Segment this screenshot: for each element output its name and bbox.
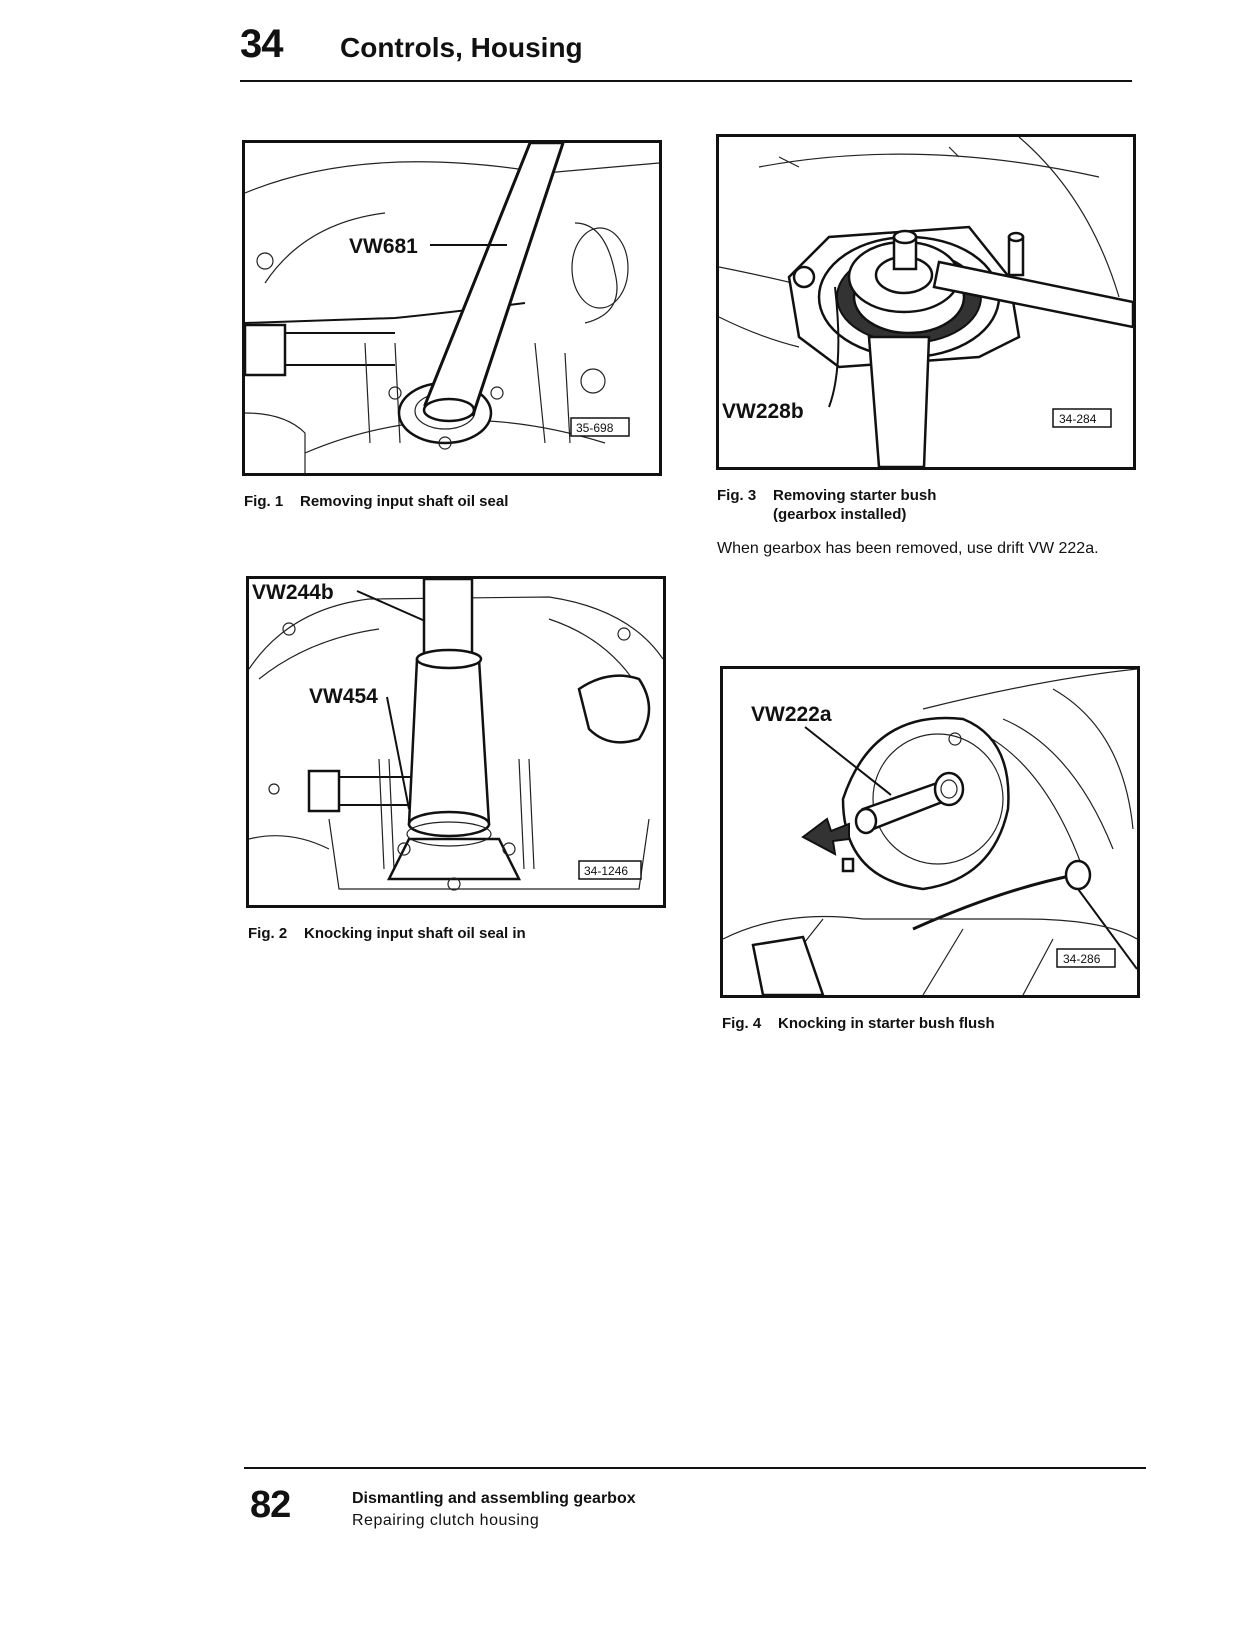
figure-4-reference-number: 34-286	[1063, 952, 1101, 966]
figure-1-tool-label: VW681	[349, 235, 418, 258]
figure-1-reference-number: 35-698	[576, 421, 614, 435]
figure-2-tool-label-2: VW454	[309, 685, 378, 708]
figure-3-illustration: VW228b 34-284	[716, 134, 1136, 470]
figure-4-caption: Fig. 4 Knocking in starter bush flush	[722, 1014, 995, 1033]
figure-2-tool-label-1: VW244b	[252, 581, 334, 604]
figure-3-caption-label: Fig. 3	[717, 487, 757, 504]
figure-3-caption-line-1: Removing starter bush	[773, 487, 937, 504]
figure-1-caption-label: Fig. 1	[244, 493, 284, 510]
figure-2-caption: Fig. 2 Knocking input shaft oil seal in	[248, 924, 526, 943]
figure-1-illustration: VW681 35-698	[242, 140, 662, 476]
figure-4-illustration: VW222a 34-286	[720, 666, 1140, 998]
page-number: 82	[250, 1484, 291, 1526]
figure-4-caption-text: Knocking in starter bush flush	[778, 1015, 995, 1032]
chapter-number: 34	[240, 22, 283, 66]
figure-1-caption-text: Removing input shaft oil seal	[300, 493, 509, 510]
figure-2-caption-label: Fig. 2	[248, 925, 288, 942]
figure-3-caption: Fig. 3 Removing starter bush (gearbox ins…	[717, 486, 936, 524]
figure-3-note: When gearbox has been removed, use drift…	[717, 540, 1099, 557]
figure-2-reference-number: 34-1246	[584, 864, 628, 878]
figure-3-caption-line-2: (gearbox installed)	[773, 506, 907, 523]
figure-1-caption: Fig. 1 Removing input shaft oil seal	[244, 492, 508, 511]
footer-section-title: Dismantling and assembling gearbox	[352, 1490, 636, 1507]
figure-2-caption-text: Knocking input shaft oil seal in	[304, 925, 526, 942]
figure-2-illustration: VW244b VW454 34-1246	[246, 576, 666, 908]
figure-4-tool-label: VW222a	[751, 703, 832, 726]
footer-rule	[244, 1467, 1146, 1469]
chapter-title: Controls, Housing	[340, 32, 583, 63]
footer-subsection-title: Repairing clutch housing	[352, 1512, 540, 1529]
figure-3-reference-number: 34-284	[1059, 412, 1097, 426]
figure-4-caption-label: Fig. 4	[722, 1015, 762, 1032]
figure-3-tool-label: VW228b	[722, 400, 804, 423]
header-rule	[240, 80, 1132, 82]
